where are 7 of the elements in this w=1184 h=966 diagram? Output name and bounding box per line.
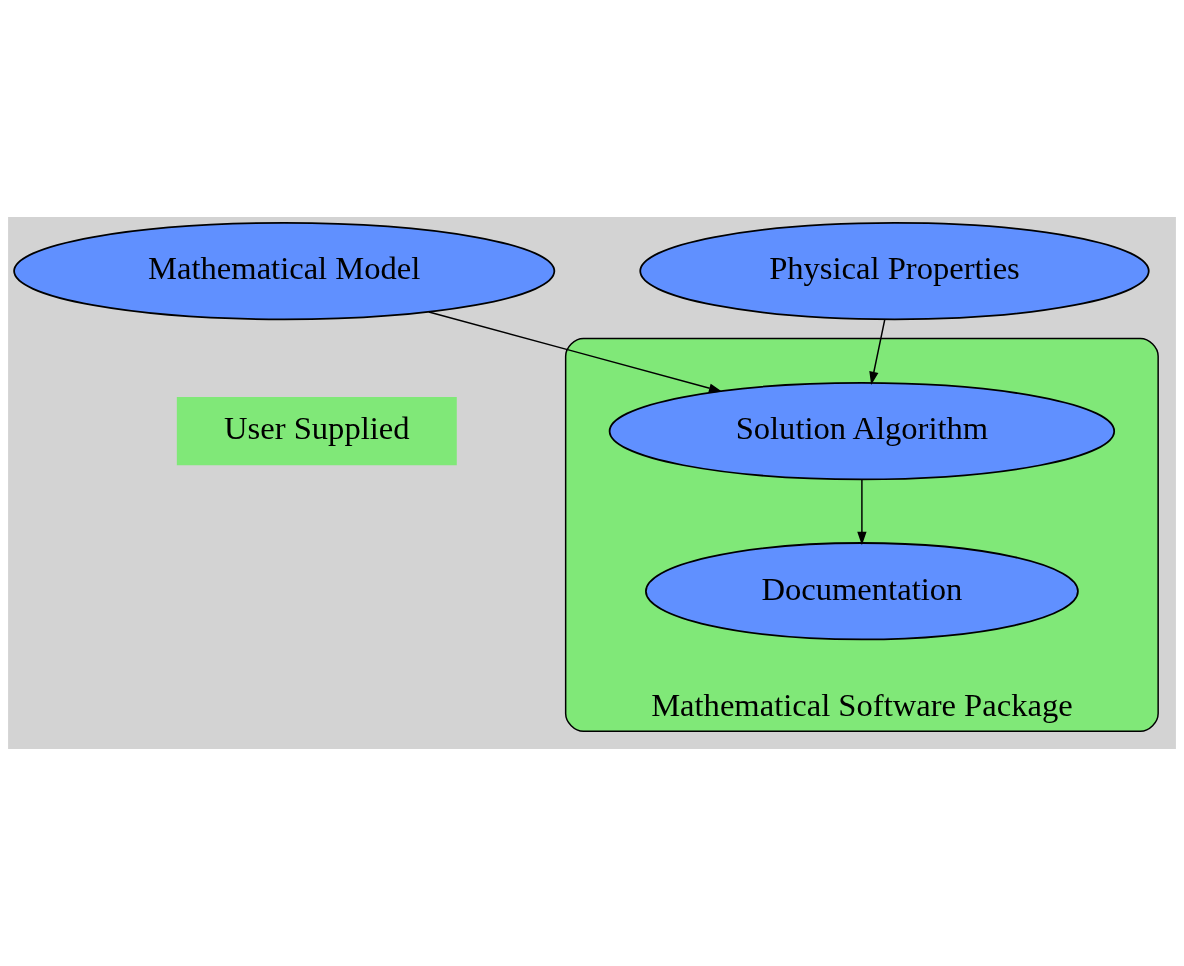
arrow <box>857 478 867 546</box>
node-ellipse: Documentation <box>645 542 1079 641</box>
node-ellipse: Mathematical Model <box>13 222 556 321</box>
arrow <box>428 311 723 393</box>
arrow <box>869 318 886 386</box>
node-box: User Supplied <box>176 397 457 466</box>
node-ellipse: Physical Properties <box>639 222 1150 321</box>
